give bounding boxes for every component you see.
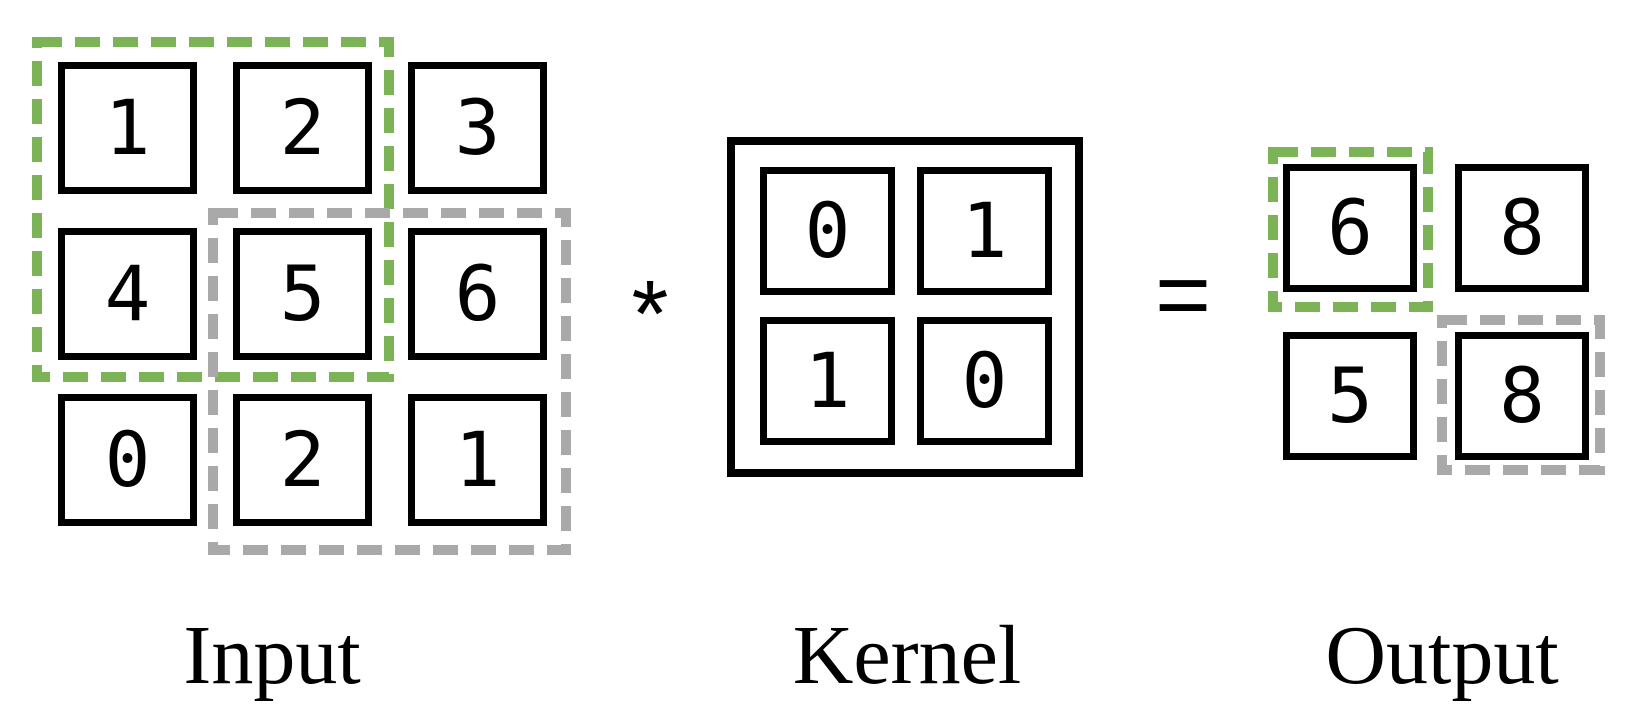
equals-operator: =: [1154, 241, 1212, 348]
kernel-cell-r0c1: 1: [917, 167, 1052, 295]
output-green-highlight: [1268, 147, 1433, 312]
kernel-cell-r1c1: 0: [917, 317, 1052, 445]
input-cell-r1c1: 5: [233, 228, 372, 360]
input-cell-r0c1: 2: [233, 62, 372, 194]
input-cell-r2c2: 1: [408, 394, 547, 526]
convolution-operator-asterisk: *: [631, 260, 669, 367]
input-cell-r2c1: 2: [233, 394, 372, 526]
output-cell-r1c0: 5: [1283, 332, 1417, 460]
input-green-window: [32, 37, 394, 382]
output-cell-r0c1: 8: [1455, 164, 1589, 292]
input-cell-r1c0: 4: [58, 228, 197, 360]
input-cell-r0c0: 1: [58, 62, 197, 194]
output-gray-highlight: [1437, 315, 1605, 475]
input-cell-r1c2: 6: [408, 228, 547, 360]
input-cell-r2c0: 0: [58, 394, 197, 526]
output-cell-r1c1: 8: [1455, 332, 1589, 460]
input-gray-window: [208, 208, 571, 555]
kernel-cell-r0c0: 0: [760, 167, 895, 295]
input-label: Input: [183, 609, 361, 702]
input-cell-r0c2: 3: [408, 62, 547, 194]
output-cell-r0c0: 6: [1283, 164, 1417, 292]
kernel-label: Kernel: [792, 609, 1022, 702]
kernel-cell-r1c0: 1: [760, 317, 895, 445]
output-label: Output: [1325, 609, 1559, 702]
